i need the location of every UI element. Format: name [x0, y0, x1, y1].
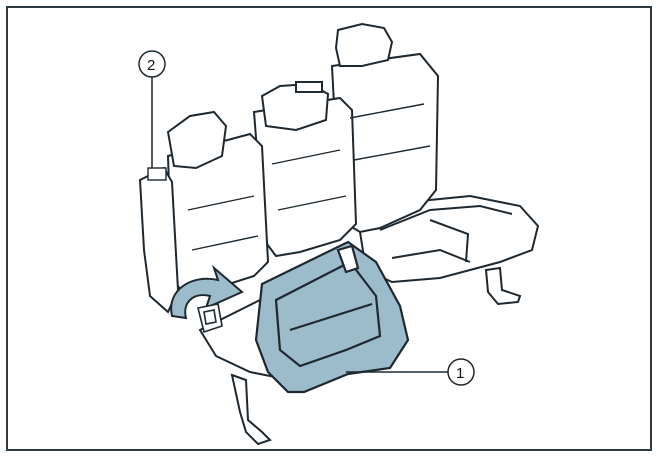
callout-2-label: 2	[147, 57, 155, 74]
hinge-bracket	[198, 304, 222, 332]
callout-1-label: 1	[456, 365, 464, 382]
callout-2: 2	[139, 51, 166, 180]
